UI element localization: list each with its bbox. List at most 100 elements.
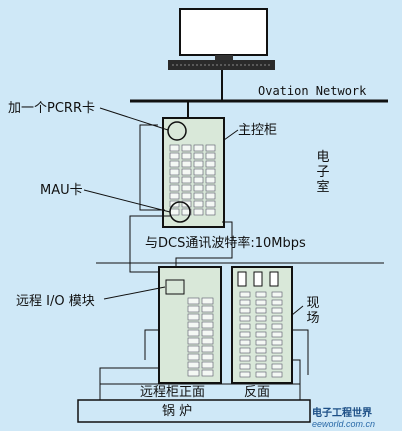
io-module-slot [205,192,216,200]
terminal-slot [255,371,267,378]
io-module-slot [169,160,180,168]
io-module-slot [187,361,200,369]
terminal-slot [271,347,283,354]
terminal-slot [255,331,267,338]
back-side-label: 反面 [244,385,271,400]
terminal-slot [239,331,251,338]
io-module-slot [201,313,214,321]
terminal-slot [239,323,251,330]
io-module-slot [187,329,200,337]
terminal-slot [255,347,267,354]
io-module-slot [201,305,214,313]
pcrr-mau-cable [139,124,165,211]
field-wiring-right [292,329,309,402]
terminal-slot [271,291,283,298]
io-module-slot [187,369,200,377]
terminal-slot [239,315,251,322]
io-module-slot [193,144,204,152]
io-module-slot [187,297,200,305]
main-cabinet-drawing [162,117,225,228]
field-label: 现场 [306,296,320,326]
terminal-slot [271,315,283,322]
io-module-slot [193,176,204,184]
remote-io-pointer [103,286,166,300]
remote-cabinet-front-label: 远程柜正面 [140,385,206,400]
terminal-slot [255,323,267,330]
boiler-label: 锅 炉 [162,404,193,419]
terminal-slot [255,315,267,322]
main-cabinet-pointer [223,129,239,141]
remote-cabinet-back-drawing [231,266,293,384]
io-module-slot [205,200,216,208]
terminal-slot [271,355,283,362]
terminal-slot [255,307,267,314]
field-pointer [291,305,304,316]
io-module-slot [181,192,192,200]
terminal-slot [271,371,283,378]
io-module-slot [187,337,200,345]
mau-pointer [83,189,171,213]
io-module-slot [201,369,214,377]
terminal-slot [239,347,251,354]
watermark-en: eeworld.com.cn [312,419,376,429]
io-module-slot [193,208,204,216]
io-module-slot [169,152,180,160]
watermark: 电子工程世界 eeworld.com.cn [312,404,375,429]
io-module-slot [193,152,204,160]
dcs-comm-label: 与DCS通讯波特率:10Mbps [145,236,306,251]
terminal-slot [239,371,251,378]
terminal-slot [271,323,283,330]
io-module-slot [187,313,200,321]
remote-io-label: 远程 I/O 模块 [16,294,95,309]
io-module-slot [181,144,192,152]
mau-card-label: MAU卡 [40,183,83,198]
io-module-slot [181,168,192,176]
terminal-slot [271,331,283,338]
io-module-slot [205,152,216,160]
workstation-icon [168,8,275,70]
io-module-slot [201,321,214,329]
pcrr-card-marker [167,121,187,141]
boiler-box [77,399,311,423]
terminal-slot [271,307,283,314]
io-module-slot [181,152,192,160]
terminal-slot [271,339,283,346]
main-cabinet-label: 主控柜 [238,123,278,138]
terminal-slot [239,363,251,370]
io-module-slot [181,176,192,184]
terminal-slot [271,299,283,306]
io-module-slot [193,160,204,168]
io-module-slot [187,345,200,353]
io-module-slot [201,361,214,369]
pcrr-pointer [99,107,169,131]
io-module-slot [169,184,180,192]
terminal-slot [239,355,251,362]
dcs-cable-left [129,215,170,273]
pcrr-card-label: 加一个PCRR卡 [8,101,95,116]
io-module-slot [187,305,200,313]
io-module-slot [205,144,216,152]
terminal-slot [255,291,267,298]
io-module-slot [205,176,216,184]
io-module-slot [201,297,214,305]
io-module-slot [193,184,204,192]
field-wiring-left [99,329,159,402]
io-module-slot [169,144,180,152]
terminal-slot [239,299,251,306]
terminal-slot [255,339,267,346]
remote-cabinet-front-drawing [158,266,222,384]
io-module-slot [169,192,180,200]
io-module-slot [181,160,192,168]
io-module-slot [169,168,180,176]
electronic-room-label: 电子室 [316,150,330,195]
io-module-slot [169,208,180,216]
io-module-slot [205,208,216,216]
io-module-slot [205,184,216,192]
io-module-slot [193,200,204,208]
io-module-slot [187,353,200,361]
terminal-slot [255,363,267,370]
io-module-slot [181,184,192,192]
io-module-slot [205,160,216,168]
